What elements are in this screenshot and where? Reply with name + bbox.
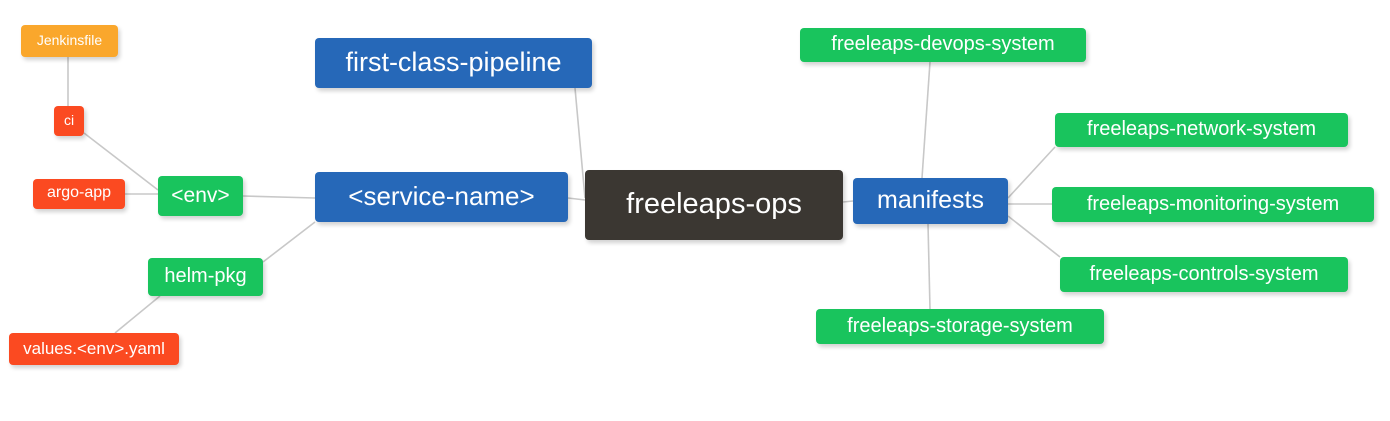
node-service-name[interactable]: <service-name>: [315, 172, 568, 222]
node-label: freeleaps-storage-system: [847, 314, 1073, 337]
edge-freeleaps-ops-to-manifests: [842, 200, 854, 203]
node-label: freeleaps-ops: [626, 187, 802, 220]
edge-freeleaps-ops-to-first-class-pipeline: [574, 87, 586, 199]
node-label: freeleaps-network-system: [1087, 118, 1316, 140]
node-label: <env>: [171, 183, 230, 207]
node-helm-pkg[interactable]: helm-pkg: [148, 258, 263, 296]
edge-helm-pkg-to-values-env-yaml: [114, 295, 161, 334]
node-label: freeleaps-monitoring-system: [1086, 192, 1340, 215]
node-label: values.<env>.yaml: [23, 338, 165, 358]
node-freeleaps-devops-system[interactable]: freeleaps-devops-system: [800, 28, 1086, 62]
node-label: freeleaps-devops-system: [831, 33, 1055, 55]
node-label: helm-pkg: [164, 265, 247, 287]
edge-manifests-to-freeleaps-devops-system: [921, 61, 931, 179]
edge-manifests-to-freeleaps-storage-system: [927, 223, 931, 310]
node-label: <service-name>: [348, 181, 535, 211]
node-values-env-yaml[interactable]: values.<env>.yaml: [9, 333, 179, 365]
node-freeleaps-ops[interactable]: freeleaps-ops: [585, 170, 843, 240]
node-label: manifests: [877, 185, 984, 214]
node-label: Jenkinsfile: [36, 32, 103, 48]
node-freeleaps-monitoring-system[interactable]: freeleaps-monitoring-system: [1052, 187, 1374, 222]
edge-service-name-to-env: [242, 195, 316, 199]
node-label: ci: [63, 112, 75, 128]
edge-manifests-to-freeleaps-controls-system: [1007, 215, 1061, 258]
node-ci[interactable]: ci: [54, 106, 84, 136]
node-label: freeleaps-controls-system: [1089, 262, 1319, 285]
edge-service-name-to-helm-pkg: [262, 221, 316, 263]
node-argo-app[interactable]: argo-app: [33, 179, 125, 209]
node-jenkinsfile[interactable]: Jenkinsfile: [21, 25, 118, 57]
node-env[interactable]: <env>: [158, 176, 243, 216]
node-label: argo-app: [46, 184, 112, 201]
edge-manifests-to-freeleaps-network-system: [1007, 146, 1056, 199]
node-manifests[interactable]: manifests: [853, 178, 1008, 224]
node-first-class-pipeline[interactable]: first-class-pipeline: [315, 38, 592, 88]
node-freeleaps-storage-system[interactable]: freeleaps-storage-system: [816, 309, 1104, 344]
node-label: first-class-pipeline: [345, 46, 562, 77]
node-freeleaps-network-system[interactable]: freeleaps-network-system: [1055, 113, 1348, 147]
node-freeleaps-controls-system[interactable]: freeleaps-controls-system: [1060, 257, 1348, 292]
edge-freeleaps-ops-to-service-name: [567, 197, 586, 201]
